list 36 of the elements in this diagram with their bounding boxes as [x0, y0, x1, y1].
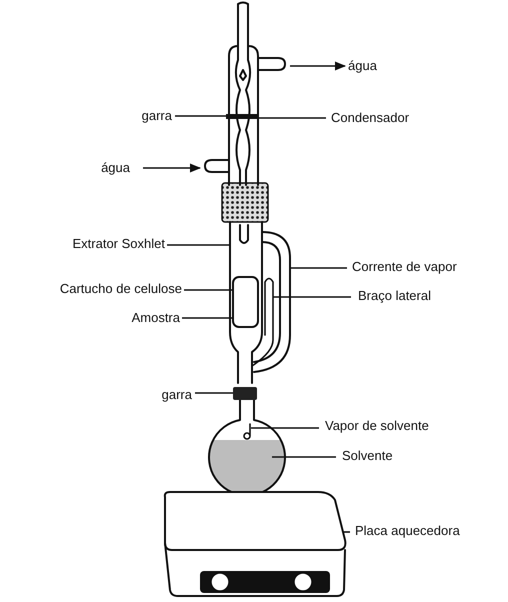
leader-line — [273, 296, 351, 298]
part-label: Solvente — [342, 448, 393, 464]
part-label: garra — [142, 108, 172, 124]
part-label: Placa aquecedora — [355, 523, 460, 539]
leader-line — [258, 117, 326, 119]
vapor-drop — [243, 423, 251, 440]
part-label: água — [101, 160, 130, 176]
cellulose-thimble — [232, 276, 259, 328]
vapor-tube — [253, 231, 291, 373]
leader-line — [343, 531, 350, 533]
flow-arrow — [143, 164, 202, 172]
leader-line — [251, 427, 319, 429]
siphon-arm — [251, 278, 274, 367]
leader-line — [272, 456, 336, 458]
leader-line — [195, 392, 233, 394]
part-label: Vapor de solvente — [325, 418, 429, 434]
part-label: água — [348, 58, 377, 74]
water-inlet-tube — [204, 159, 230, 173]
part-label: Amostra — [132, 310, 180, 326]
part-label: Braço lateral — [358, 288, 431, 304]
leader-line — [182, 317, 233, 319]
part-label: Cartucho de celulose — [60, 281, 182, 297]
hot-plate — [164, 491, 346, 597]
part-label: Extrator Soxhlet — [72, 236, 165, 252]
condenser — [228, 2, 259, 186]
extractor-body — [229, 221, 263, 384]
part-label: garra — [162, 387, 192, 403]
clamp — [233, 387, 257, 400]
part-label: Corrente de vapor — [352, 259, 457, 275]
water-outlet-tube — [257, 57, 286, 71]
flow-arrow — [290, 62, 346, 70]
leader-line — [175, 115, 226, 117]
leader-line — [167, 244, 230, 246]
part-label: Condensador — [331, 110, 410, 126]
leader-line — [290, 267, 347, 269]
leader-line — [184, 289, 233, 291]
